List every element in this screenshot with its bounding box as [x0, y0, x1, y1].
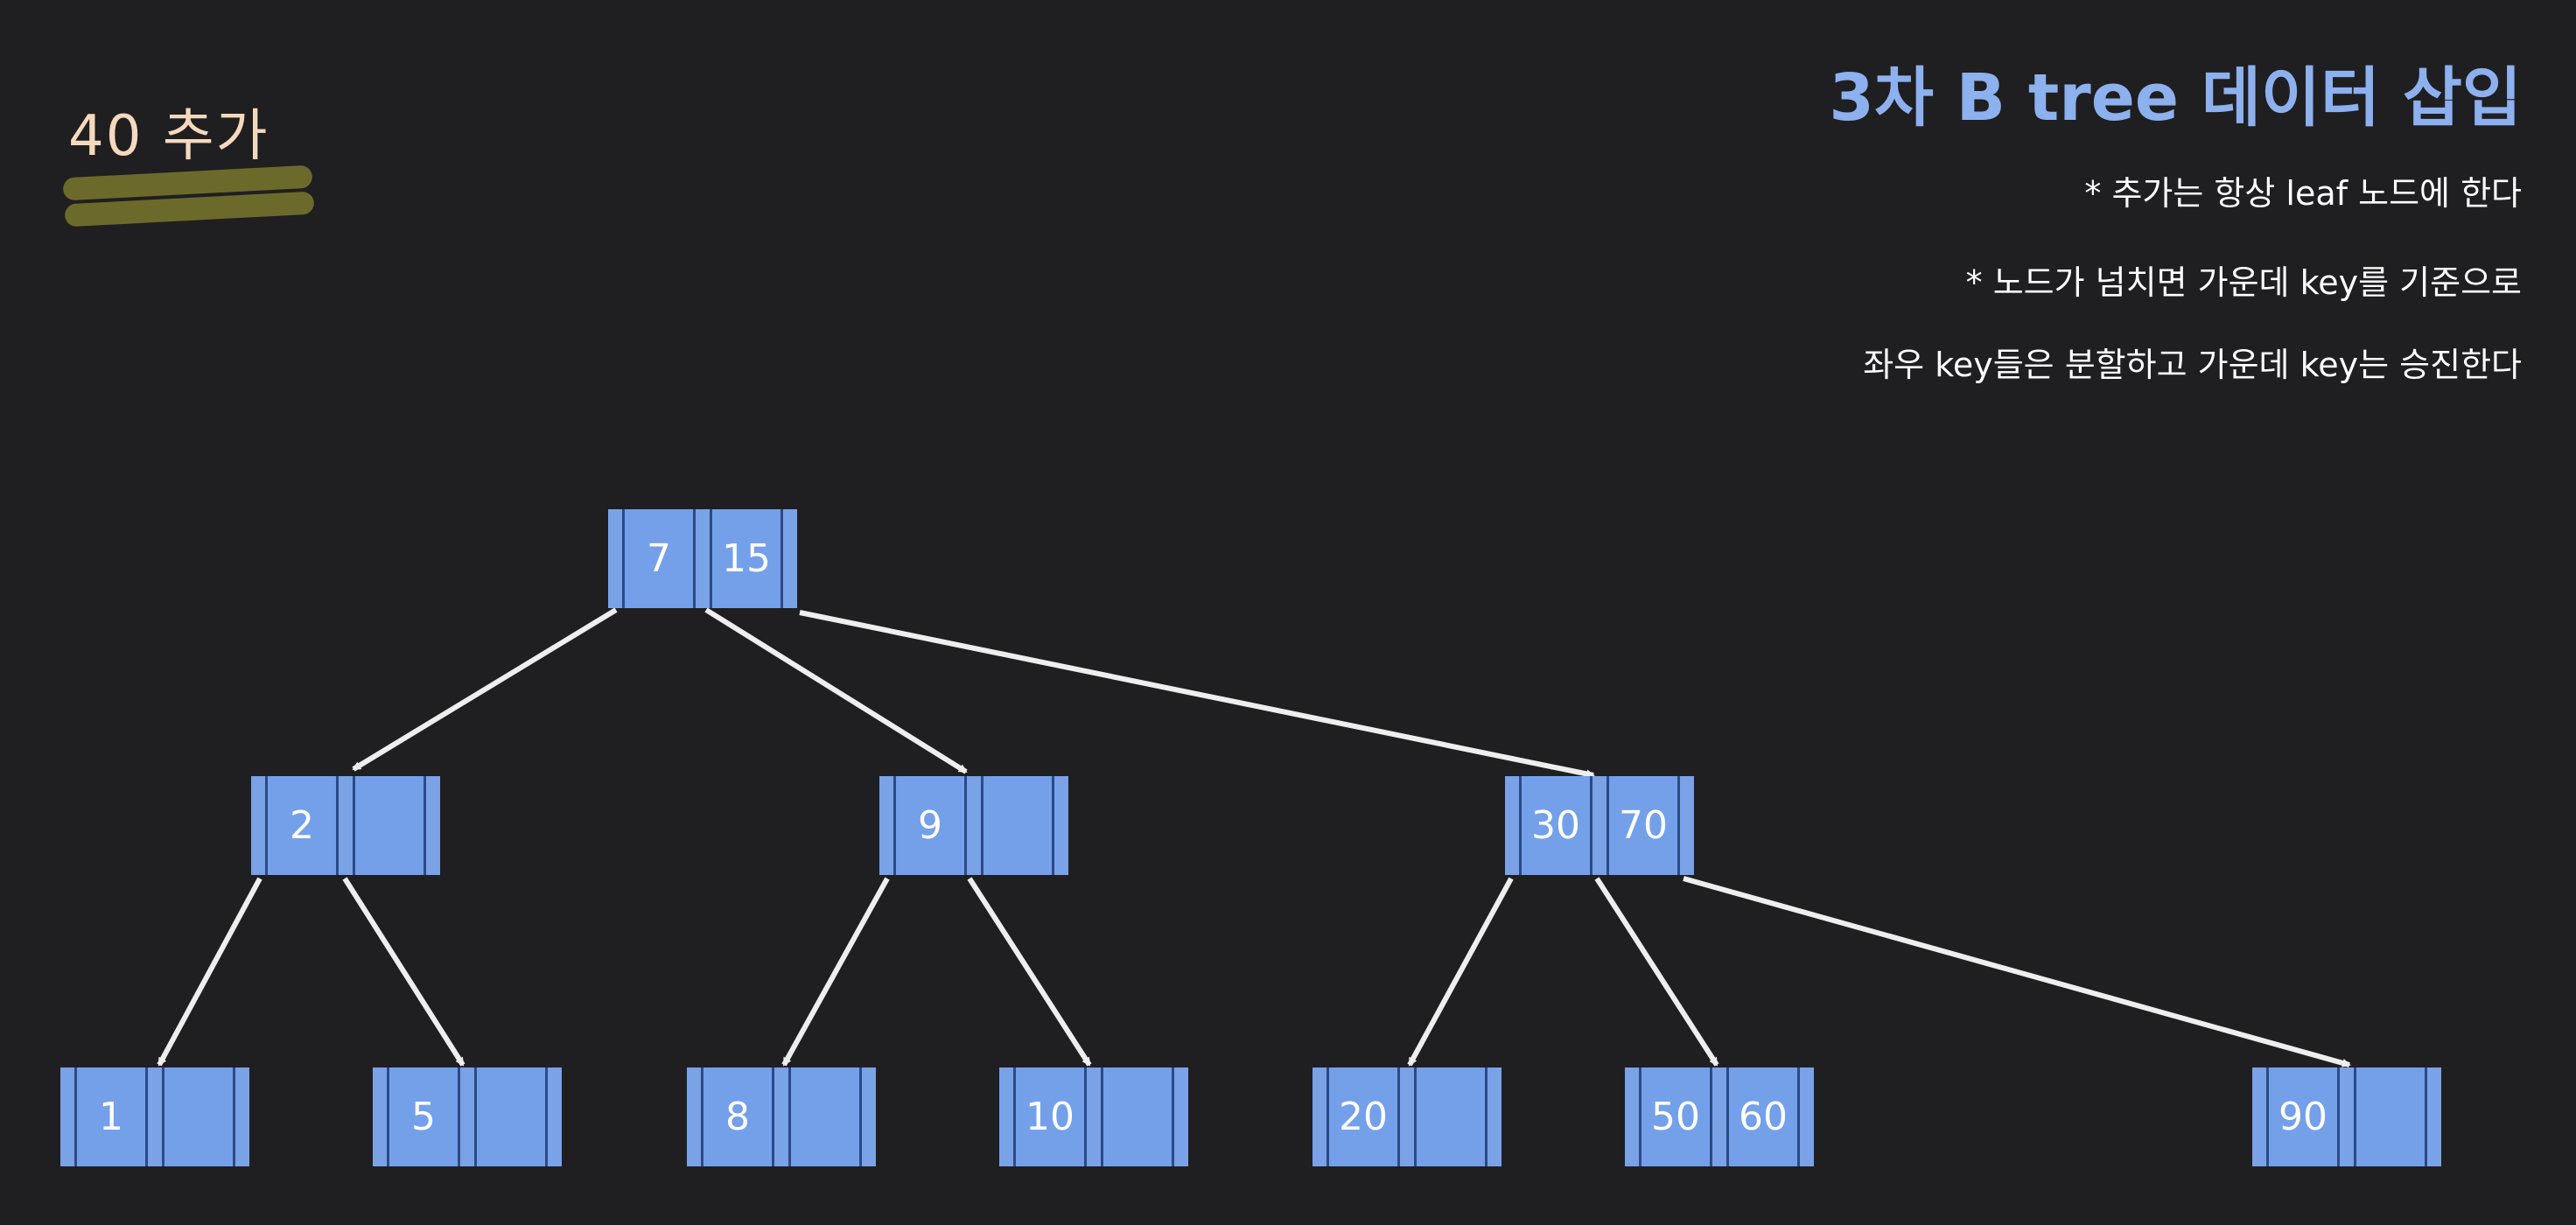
pointer-slot: [879, 776, 896, 875]
pointer-slot: [780, 509, 797, 608]
pointer-slot: [964, 776, 984, 875]
node-key: 7: [625, 509, 693, 608]
btree-node: 2: [251, 776, 440, 875]
pointer-slot: [1590, 776, 1609, 875]
note-line: * 노드가 넘치면 가운데 key를 기준으로: [1965, 263, 2522, 302]
pointer-slot: [859, 1068, 876, 1166]
pointer-slot: [233, 1068, 249, 1166]
tree-edge-arrow: [342, 877, 466, 1067]
node-key: 90: [2269, 1068, 2337, 1166]
pointer-slot: [608, 509, 625, 608]
pointer-slot: [373, 1068, 389, 1166]
node-key: 60: [1729, 1068, 1797, 1166]
note-line: * 추가는 항상 leaf 노드에 한다: [2084, 174, 2522, 213]
tree-edge-arrow: [1594, 877, 1719, 1067]
node-key: [791, 1068, 859, 1166]
pointer-slot: [336, 776, 355, 875]
btree-node: 50 60: [1625, 1068, 1814, 1166]
node-key: [1103, 1068, 1172, 1166]
pointer-slot: [60, 1068, 77, 1166]
btree-node: 20: [1312, 1068, 1502, 1166]
tree-edge-arrow: [1683, 876, 2351, 1068]
pointer-slot: [1052, 776, 1068, 875]
btree-node: 8: [687, 1068, 876, 1166]
btree-node: 30 70: [1505, 776, 1694, 875]
pointer-slot: [772, 1068, 791, 1166]
pointer-slot: [1397, 1068, 1417, 1166]
tree-edge-arrow: [704, 607, 968, 774]
pointer-slot: [458, 1068, 477, 1166]
tree-edge-arrow: [967, 877, 1092, 1067]
note-line: 좌우 key들은 분할하고 가운데 key는 승진한다: [1863, 346, 2522, 384]
pointer-slot: [145, 1068, 164, 1166]
node-key: 30: [1522, 776, 1590, 875]
btree-node: 90: [2252, 1068, 2441, 1166]
pointer-slot: [999, 1068, 1016, 1166]
btree-node: 7 15: [608, 509, 797, 608]
btree-node: 10: [999, 1068, 1188, 1166]
node-key: 1: [77, 1068, 145, 1166]
node-key: [355, 776, 424, 875]
pointer-slot: [1172, 1068, 1188, 1166]
tree-edge-arrow: [799, 610, 1595, 779]
node-key: [984, 776, 1052, 875]
pointer-slot: [1677, 776, 1694, 875]
tree-edge-arrow: [157, 877, 262, 1067]
node-key: [164, 1068, 233, 1166]
tree-edge-arrow: [352, 607, 618, 772]
node-key: [1417, 1068, 1485, 1166]
node-key: 5: [389, 1068, 458, 1166]
node-key: 10: [1016, 1068, 1084, 1166]
node-key: 9: [896, 776, 964, 875]
tree-edge-arrow: [781, 877, 890, 1067]
pointer-slot: [1312, 1068, 1329, 1166]
node-key: 20: [1329, 1068, 1397, 1166]
pointer-slot: [1710, 1068, 1729, 1166]
node-key: 50: [1642, 1068, 1710, 1166]
pointer-slot: [2337, 1068, 2356, 1166]
pointer-slot: [545, 1068, 562, 1166]
node-key: [2356, 1068, 2425, 1166]
step-label: 40 추가: [68, 104, 270, 169]
btree-node: 9: [879, 776, 1068, 875]
pointer-slot: [687, 1068, 704, 1166]
btree-node: 5: [373, 1068, 562, 1166]
pointer-slot: [693, 509, 712, 608]
node-key: [477, 1068, 545, 1166]
node-key: 70: [1609, 776, 1677, 875]
pointer-slot: [251, 776, 268, 875]
page-title: 3차 B tree 데이터 삽입: [1829, 60, 2522, 136]
node-key: 8: [704, 1068, 772, 1166]
pointer-slot: [1505, 776, 1522, 875]
pointer-slot: [424, 776, 440, 875]
tree-edge-arrow: [1407, 877, 1514, 1067]
pointer-slot: [1625, 1068, 1642, 1166]
pointer-slot: [1485, 1068, 1502, 1166]
node-key: 2: [268, 776, 336, 875]
pointer-slot: [1084, 1068, 1103, 1166]
pointer-slot: [2425, 1068, 2441, 1166]
node-key: 15: [712, 509, 780, 608]
pointer-slot: [1797, 1068, 1814, 1166]
pointer-slot: [2252, 1068, 2269, 1166]
btree-node: 1: [60, 1068, 249, 1166]
